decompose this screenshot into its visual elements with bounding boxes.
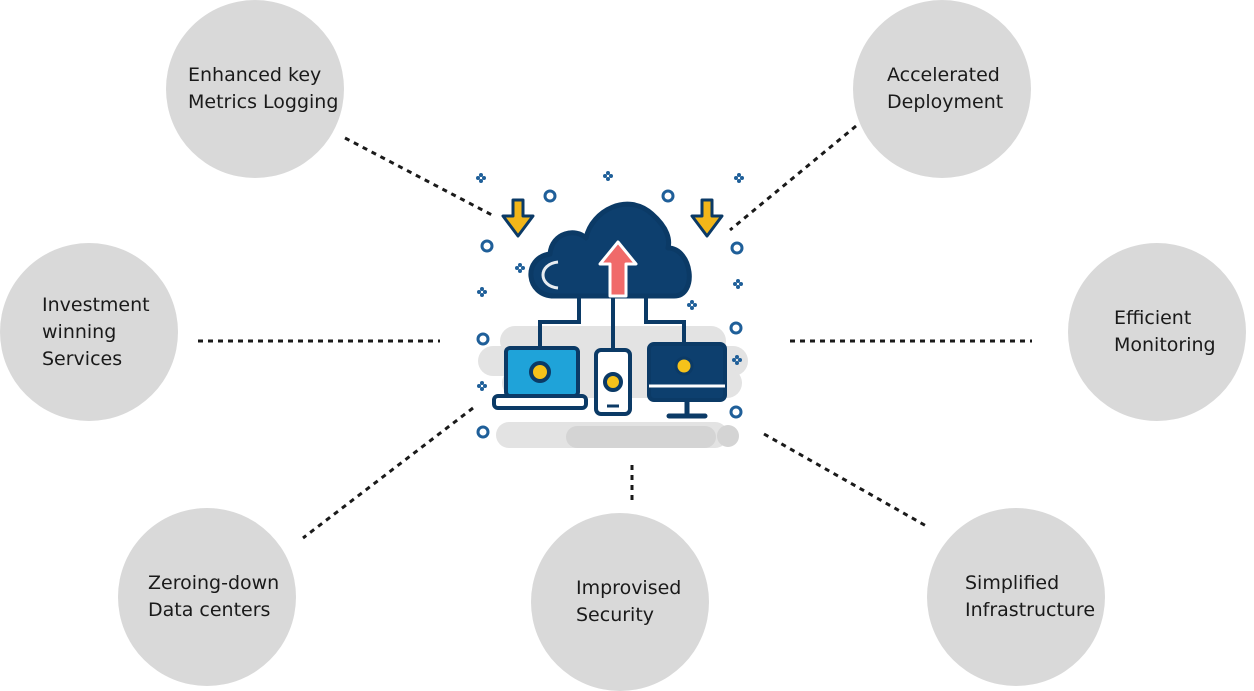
cloud-computing-icon: [476, 171, 748, 448]
download-arrow-icon: [501, 198, 724, 238]
ring-decorations: [476, 189, 744, 439]
node-efficient-monitoring: Efficient Monitoring: [1068, 243, 1246, 421]
upload-arrow-icon: [598, 240, 638, 298]
connector-enhanced-key-metrics-logging: [344, 136, 493, 217]
node-label: Zeroing-down Data centers: [148, 572, 280, 621]
node-investment-winning-services: Investment winning Services: [0, 243, 178, 421]
node-accelerated-deployment: Accelerated Deployment: [853, 0, 1031, 178]
node-label: Enhanced key Metrics Logging: [188, 64, 339, 113]
node-label: Improvised Security: [576, 577, 682, 626]
node-label: Investment winning Services: [42, 293, 150, 370]
node-improvised-security: Improvised Security: [531, 513, 709, 691]
laptop-icon: [492, 346, 588, 410]
connector-accelerated-deployment: [729, 124, 857, 232]
connector-zeroing-down-data-centers: [302, 406, 474, 540]
smartphone-icon: [594, 348, 632, 416]
node-zeroing-down-data-centers: Zeroing-down Data centers: [118, 508, 296, 686]
sparkle-decorations: [476, 171, 744, 391]
node-label: Accelerated Deployment: [887, 64, 1004, 113]
node-label: Efficient Monitoring: [1114, 307, 1216, 356]
node-enhanced-key-metrics-logging: Enhanced key Metrics Logging: [166, 0, 344, 178]
node-simplified-infrastructure: Simplified Infrastructure: [927, 508, 1105, 686]
node-label: Simplified Infrastructure: [965, 572, 1096, 621]
desktop-monitor-icon: [647, 342, 727, 419]
connector-simplified-infrastructure: [763, 432, 929, 529]
